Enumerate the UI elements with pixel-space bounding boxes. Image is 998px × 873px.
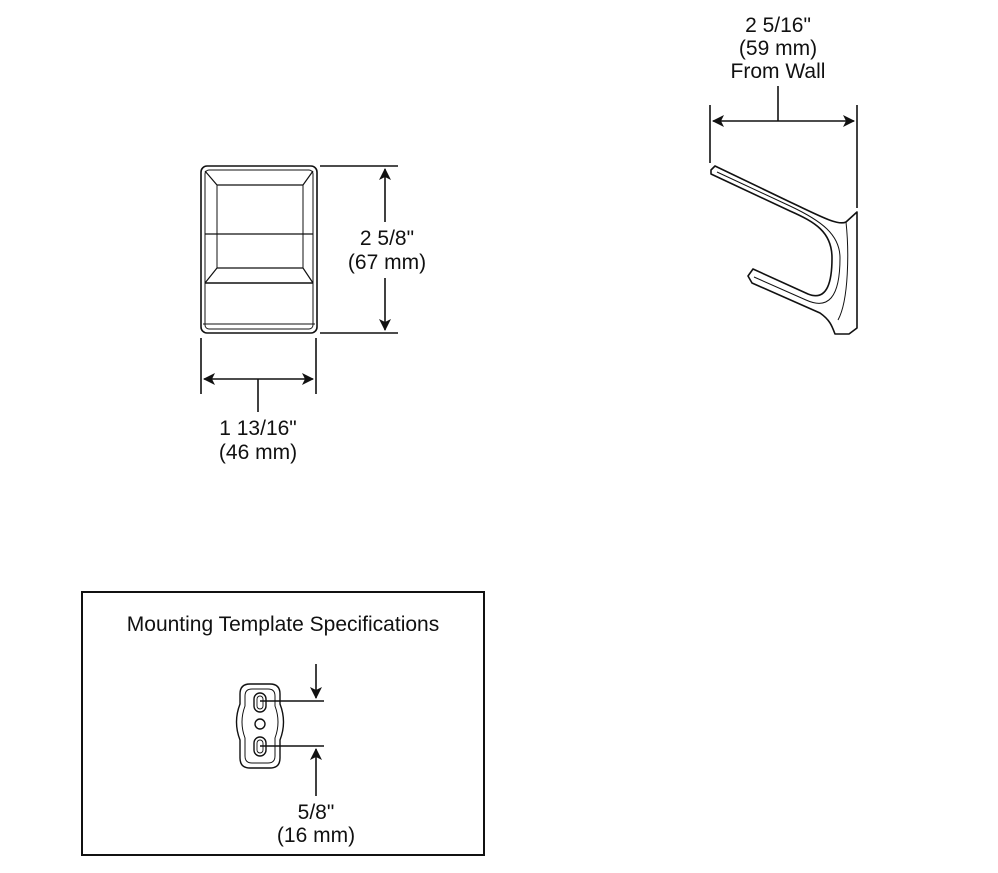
width-metric-label: (46 mm) [219, 441, 297, 464]
template-outer-outline [235, 683, 285, 769]
spacing-dimension [260, 664, 324, 796]
front-top-bevel [204, 170, 314, 186]
upper-screw-slot [253, 692, 267, 713]
projection-metric-label: (59 mm) [739, 37, 817, 60]
hook-mount-plate-edge [837, 221, 849, 321]
height-metric-label: (67 mm) [348, 251, 426, 274]
front-lower-bevel [204, 267, 314, 284]
hook-outer-profile [710, 165, 858, 335]
front-outline [200, 165, 318, 334]
projection-imperial-label: 2 5/16" [745, 14, 811, 37]
spacing-imperial-label: 5/8" [298, 801, 335, 824]
projection-note-label: From Wall [731, 60, 826, 83]
center-hole [254, 718, 266, 730]
width-imperial-label: 1 13/16" [219, 417, 297, 440]
projection-dimension [709, 86, 858, 208]
side-view-hook [710, 165, 858, 335]
spacing-metric-label: (16 mm) [277, 824, 355, 847]
front-inner-frame [204, 169, 314, 330]
height-dimension [320, 165, 398, 334]
mounting-template-title: Mounting Template Specifications [127, 613, 439, 636]
mounting-template-shape [235, 683, 285, 769]
width-dimension [200, 338, 317, 412]
upper-slot-inner [256, 695, 264, 710]
height-imperial-label: 2 5/8" [360, 227, 414, 250]
mounting-template-box [81, 591, 485, 856]
hook-inner-line [716, 171, 841, 304]
template-inner-outline [241, 688, 279, 764]
front-view [200, 165, 318, 334]
